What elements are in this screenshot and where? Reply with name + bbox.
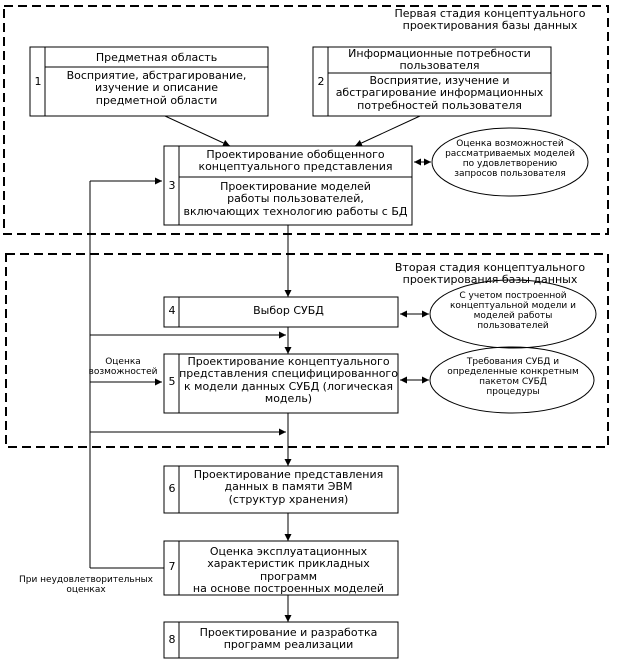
stage-2-title: Вторая стадия концептуального проектиров… <box>394 261 586 287</box>
block-3-description: Проектирование моделей работы пользовате… <box>183 180 408 218</box>
ellipse-model-assessment-text: Оценка возможностей рассматриваемых моде… <box>445 139 575 179</box>
block-2-title: Информационные потребности пользователя <box>348 47 531 73</box>
block-4-shape <box>163 296 399 328</box>
block-3-number: 3 <box>168 179 176 192</box>
ellipse-dbms-requirements <box>429 346 595 414</box>
block-8-shape <box>163 621 399 659</box>
block-7-number: 7 <box>168 560 176 573</box>
ellipse-user-models-text: С учетом построенной концептуальной моде… <box>450 291 576 331</box>
block-2-shape <box>312 46 552 117</box>
connector-arrows <box>89 115 431 622</box>
block-3-title: Проектирование обобщенного концептуально… <box>198 148 393 174</box>
block-6-number: 6 <box>168 482 176 495</box>
block-8-number: 8 <box>168 633 176 646</box>
block-4-title: Выбор СУБД <box>253 304 324 317</box>
block-6-title: Проектирование представления данных в па… <box>193 468 384 506</box>
block-5-shape <box>163 353 399 414</box>
block-1-description: Восприятие, абстрагирование, изучение и … <box>66 69 247 107</box>
block-2-number: 2 <box>317 75 325 88</box>
ellipse-model-assessment <box>431 127 589 197</box>
stage-1-frame <box>3 5 609 235</box>
unsatisfactory-label: При неудовлетворительных оценках <box>18 575 154 595</box>
block-1-number: 1 <box>34 75 42 88</box>
block-5-title: Проектирование концептуального представл… <box>179 355 398 405</box>
block-2-description: Восприятие, изучение и абстрагирование и… <box>335 74 544 112</box>
ellipse-dbms-requirements-text: Требования СУБД и определенные конкретны… <box>447 357 579 397</box>
block-1-title: Предметная область <box>95 51 218 64</box>
block-1-shape <box>29 46 269 117</box>
block-8-title: Проектирование и разработка программ реа… <box>199 626 378 652</box>
ellipse-user-models <box>429 279 597 349</box>
block-7-title: Оценка эксплуатационных характеристик пр… <box>192 545 385 595</box>
stage-2-frame <box>5 253 609 448</box>
stage-1-title: Первая стадия концептуального проектиров… <box>394 7 586 33</box>
block-4-number: 4 <box>168 304 176 317</box>
assessment-label: Оценка возможностей <box>88 357 158 377</box>
block-6-shape <box>163 465 399 514</box>
block-5-number: 5 <box>168 375 176 388</box>
